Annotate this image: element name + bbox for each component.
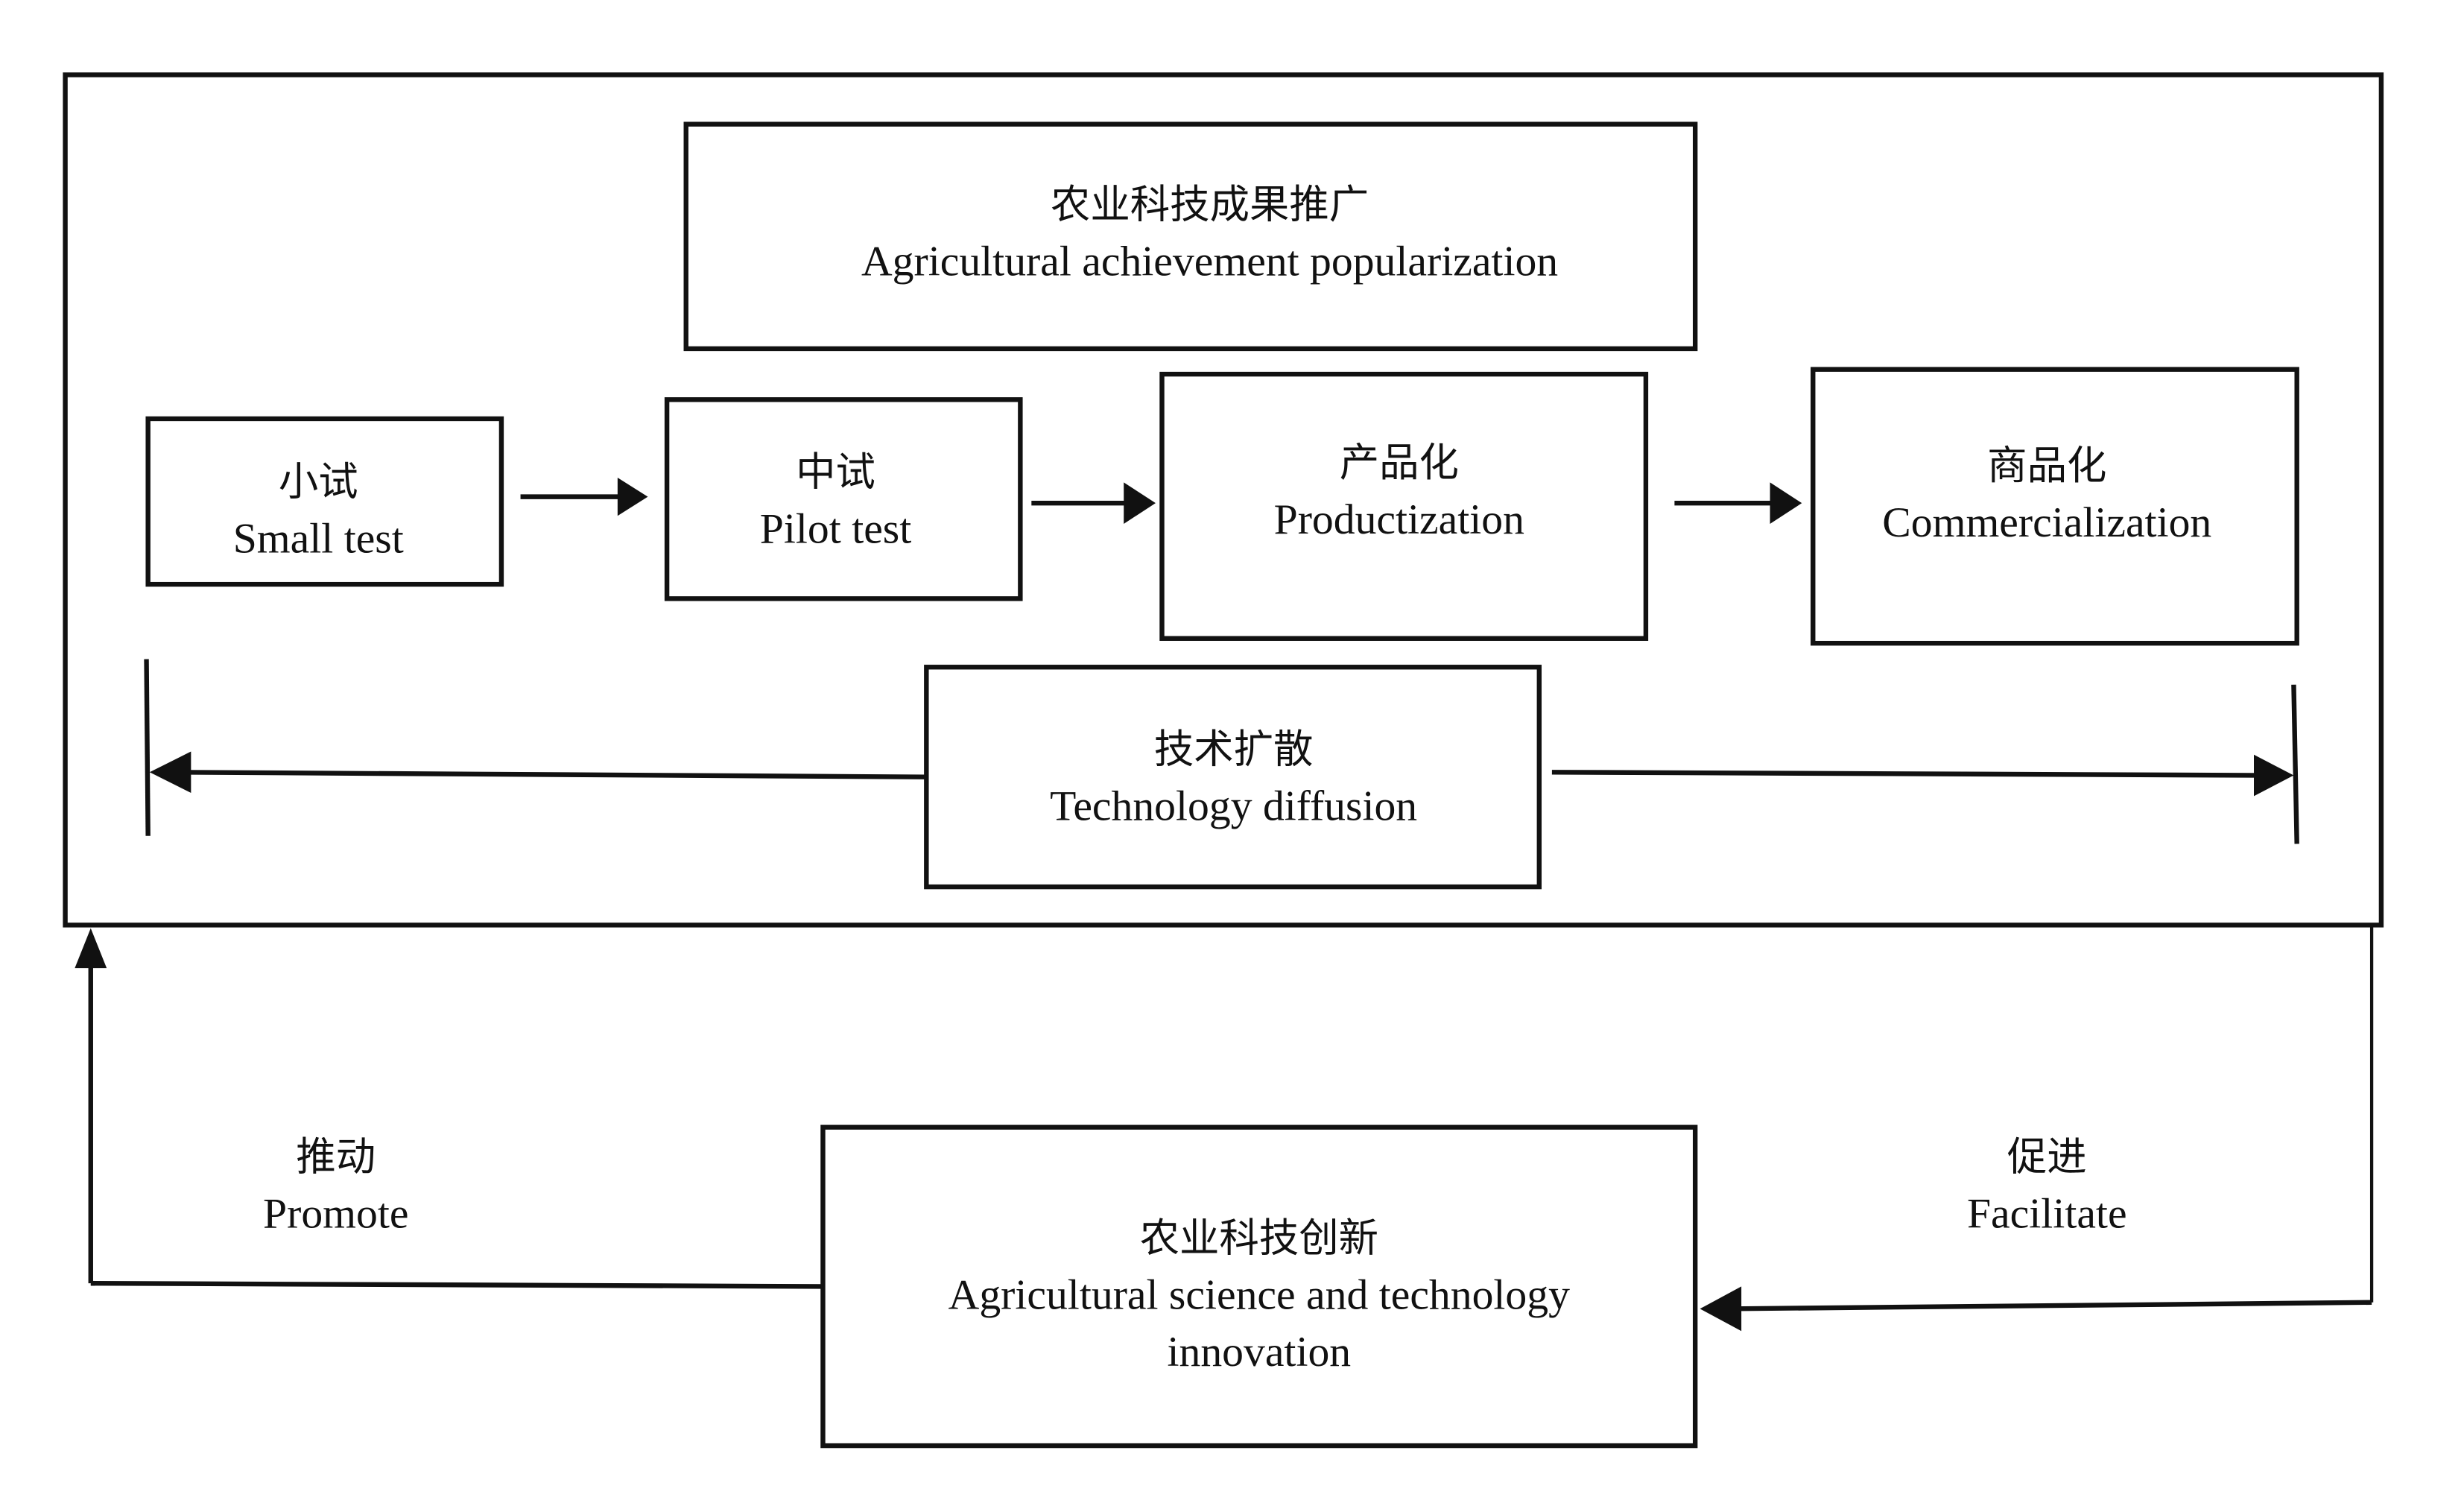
innovation-en-line2: innovation [1167,1329,1351,1376]
stage-commercialization-zh: 商品化 [1987,442,2106,489]
arrow-productization-to-commercialization [1674,482,1802,524]
stage-productization-zh: 产品化 [1340,439,1459,486]
arrow-small-to-pilot [520,477,648,516]
stage-pilot-test: 中试 Pilot test [664,397,1023,601]
popularization-zh: 农业科技成果推广 [1051,181,1369,228]
diffusion-left-arrow [144,659,927,836]
innovation-en-line1: Agricultural science and technology [948,1271,1570,1318]
stage-commercialization-en: Commercialization [1882,499,2211,546]
promote-zh: 推动 [296,1133,376,1180]
stage-pilot-test-zh: 中试 [796,449,875,496]
innovation-box: 农业科技创新 Agricultural science and technolo… [820,1124,1698,1449]
promote-en: Promote [263,1190,408,1237]
popularization-en: Agricultural achievement popularization [861,238,1558,285]
arrow-pilot-to-productization [1031,482,1156,524]
facilitate-arrow [1700,925,2374,1332]
diffusion-en: Technology diffusion [1050,782,1417,829]
promote-arrow [75,928,823,1289]
stage-productization-en: Productization [1274,496,1524,543]
stage-small-test: 小试 Small test [145,416,504,587]
diffusion-right-arrow [1551,684,2299,844]
diffusion-zh: 技术扩散 [1154,725,1314,772]
diffusion-box: 技术扩散 Technology diffusion [924,665,1542,890]
popularization-box: 农业科技成果推广 Agricultural achievement popula… [683,121,1698,352]
stage-commercialization: 商品化 Commercialization [1811,367,2299,646]
stage-small-test-en: Small test [233,515,404,562]
stage-productization: 产品化 Productization [1159,371,1649,642]
facilitate-zh: 促进 [2007,1133,2087,1180]
innovation-zh: 农业科技创新 [1140,1214,1378,1261]
stage-pilot-test-en: Pilot test [760,506,911,553]
stage-small-test-zh: 小试 [279,458,358,504]
popularization-container [63,72,2384,928]
facilitate-en: Facilitate [1967,1190,2127,1237]
